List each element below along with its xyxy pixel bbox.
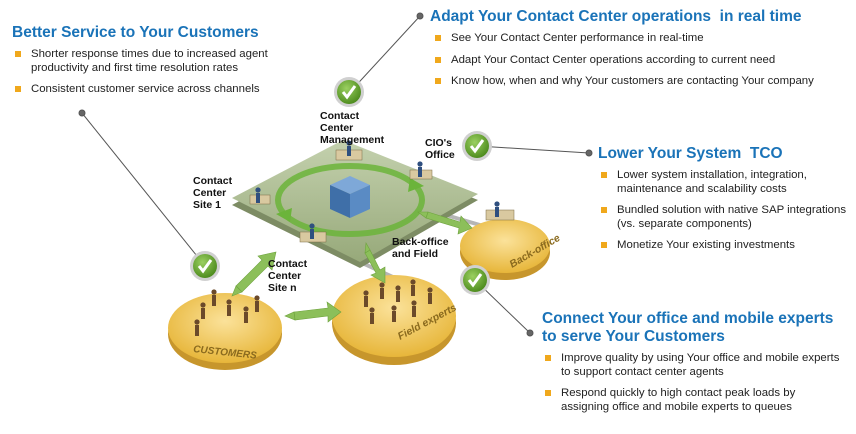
lower-tco-list: Lower system installation, integration, … [598,169,848,253]
better-service-title: Better Service to Your Customers [12,24,259,41]
check-icon [190,251,220,281]
adapt-section: Adapt Your Contact Center operations in … [430,8,850,97]
adapt-title: Adapt Your Contact Center operations in … [430,8,802,25]
connect-list: Improve quality by using Your office and… [542,352,842,414]
field-expert-figures [363,279,433,324]
arrow-customers-field [284,301,342,323]
check-icon [462,131,492,161]
list-item: Respond quickly to high contact peak loa… [542,387,842,414]
list-item: Lower system installation, integration, … [598,169,848,196]
people-figures [194,140,500,336]
list-item: Improve quality by using Your office and… [542,352,842,379]
arrow-customers-platform [231,251,277,297]
lower-tco-title: Lower Your System TCO [598,145,783,162]
check-icon [334,77,364,107]
list-item: See Your Contact Center performance in r… [432,32,850,46]
check-icon [460,265,490,295]
better-service-section: Better Service to Your Customers Shorter… [12,24,312,105]
connector-better-service [81,112,206,267]
list-item: Monetize Your existing investments [598,239,848,253]
connect-section: Connect Your office and mobile experts t… [542,310,842,422]
agent-figures [255,140,500,239]
connect-title: Connect Your office and mobile experts t… [542,310,834,345]
check-badges [190,77,492,295]
list-item: Bundled solution with native SAP integra… [598,204,848,231]
cios-office-label: CIO's Office [425,137,455,161]
cc-site1-label: Contact Center Site 1 [193,175,233,211]
connector-lines [78,12,593,337]
back-office-disk [460,209,550,280]
list-item: Know how, when and why Your customers ar… [432,75,850,89]
customers-disk [168,293,282,370]
connector-adapt [349,15,421,93]
flow-arrows [231,211,473,323]
list-item: Consistent customer service across chann… [12,83,312,97]
cc-siten-label: Contact Center Site n [268,258,308,294]
cc-management-label: Contact Center Management [320,110,385,146]
arrow-platform-field [364,242,386,284]
lower-tco-section: Lower Your System TCO Lower system insta… [598,145,848,261]
adapt-list: See Your Contact Center performance in r… [432,32,850,89]
list-item: Adapt Your Contact Center operations acc… [432,54,850,68]
connector-lower-tco [477,145,590,154]
list-item: Shorter response times due to increased … [12,48,312,75]
backoffice-field-label: Back-office and Field [392,236,449,260]
arrow-platform-backoffice [417,211,473,235]
customer-figures [194,289,260,336]
better-service-list: Shorter response times due to increased … [12,48,312,97]
